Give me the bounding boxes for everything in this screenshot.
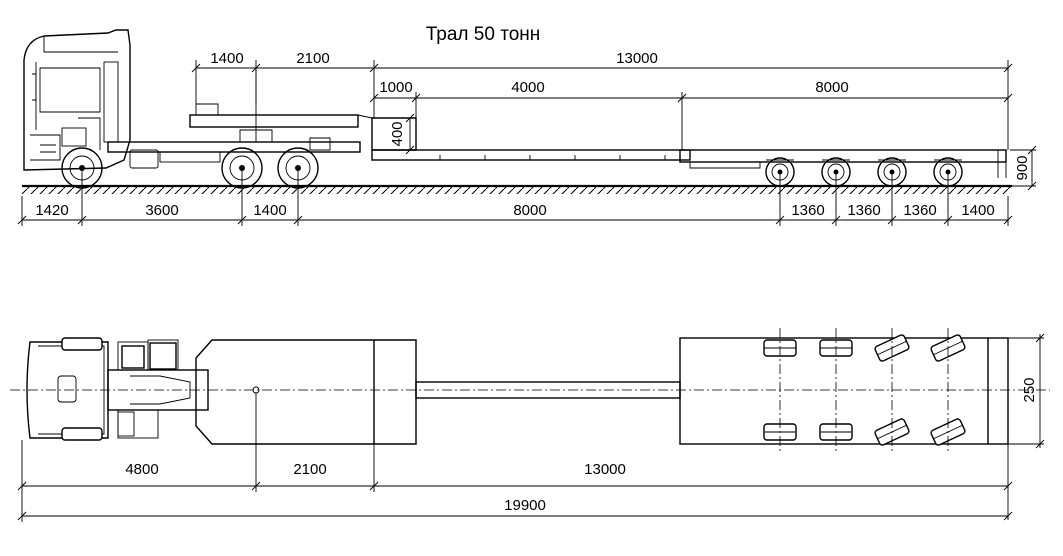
dim-1360-a: 1360: [791, 202, 824, 219]
dim-8000-upper: 8000: [815, 79, 848, 96]
dim-2100-plan: 2100: [293, 461, 326, 478]
top-view: 250 4800 2100 13000 19900: [10, 328, 1050, 522]
dim-1420: 1420: [35, 202, 68, 219]
trailer-side: [371, 117, 1007, 178]
wheel-set-2: [819, 328, 853, 452]
overall-dimension: 19900: [17, 492, 1013, 522]
dim-4000: 4000: [511, 79, 544, 96]
wheel-set-3: [874, 328, 910, 452]
width-dimension: 250: [1008, 333, 1045, 449]
truck-top: [26, 337, 209, 441]
top-view-dimensions: 4800 2100 13000: [17, 393, 1013, 520]
dim-1400-rear: 1400: [961, 202, 994, 219]
wheel-set-1: [763, 328, 797, 452]
dim-19900: 19900: [504, 497, 546, 514]
dim-1000: 1000: [379, 79, 412, 96]
side-view: 1400 2100 13000 1000 4000 8000 400: [17, 29, 1037, 226]
dim-13000-plan: 13000: [584, 461, 626, 478]
truck-chassis: [107, 70, 373, 169]
side-upper-dimensions: 1000 4000 8000: [369, 79, 1013, 150]
dim-250: 250: [1021, 377, 1038, 402]
dim-1360-b: 1360: [847, 202, 880, 219]
side-top-dimensions: 1400 2100 13000: [191, 50, 1013, 150]
step-height-dimension: 400: [389, 113, 415, 155]
dim-3600: 3600: [145, 202, 178, 219]
dim-1400-bottom: 1400: [253, 202, 286, 219]
deck-height-dimension: 900: [1010, 145, 1037, 191]
dim-8000-bottom: 8000: [513, 202, 546, 219]
ground-line: [22, 184, 1012, 194]
drawing-title: Трал 50 тонн: [426, 24, 541, 45]
trailer-wheels-top: [763, 328, 966, 452]
dim-400: 400: [389, 121, 406, 146]
side-bottom-dimensions: 1420 3600 1400 8000 1360 1360 1360 1400: [17, 168, 1013, 226]
trailer-top: [195, 337, 1009, 445]
wheel-set-4: [930, 328, 966, 452]
dim-900: 900: [1014, 155, 1031, 180]
truck-cab: [23, 29, 131, 171]
dim-13000-top: 13000: [616, 50, 658, 67]
dim-1360-c: 1360: [903, 202, 936, 219]
dim-2100-top: 2100: [296, 50, 329, 67]
dim-4800: 4800: [125, 461, 158, 478]
dim-1400-top: 1400: [210, 50, 243, 67]
